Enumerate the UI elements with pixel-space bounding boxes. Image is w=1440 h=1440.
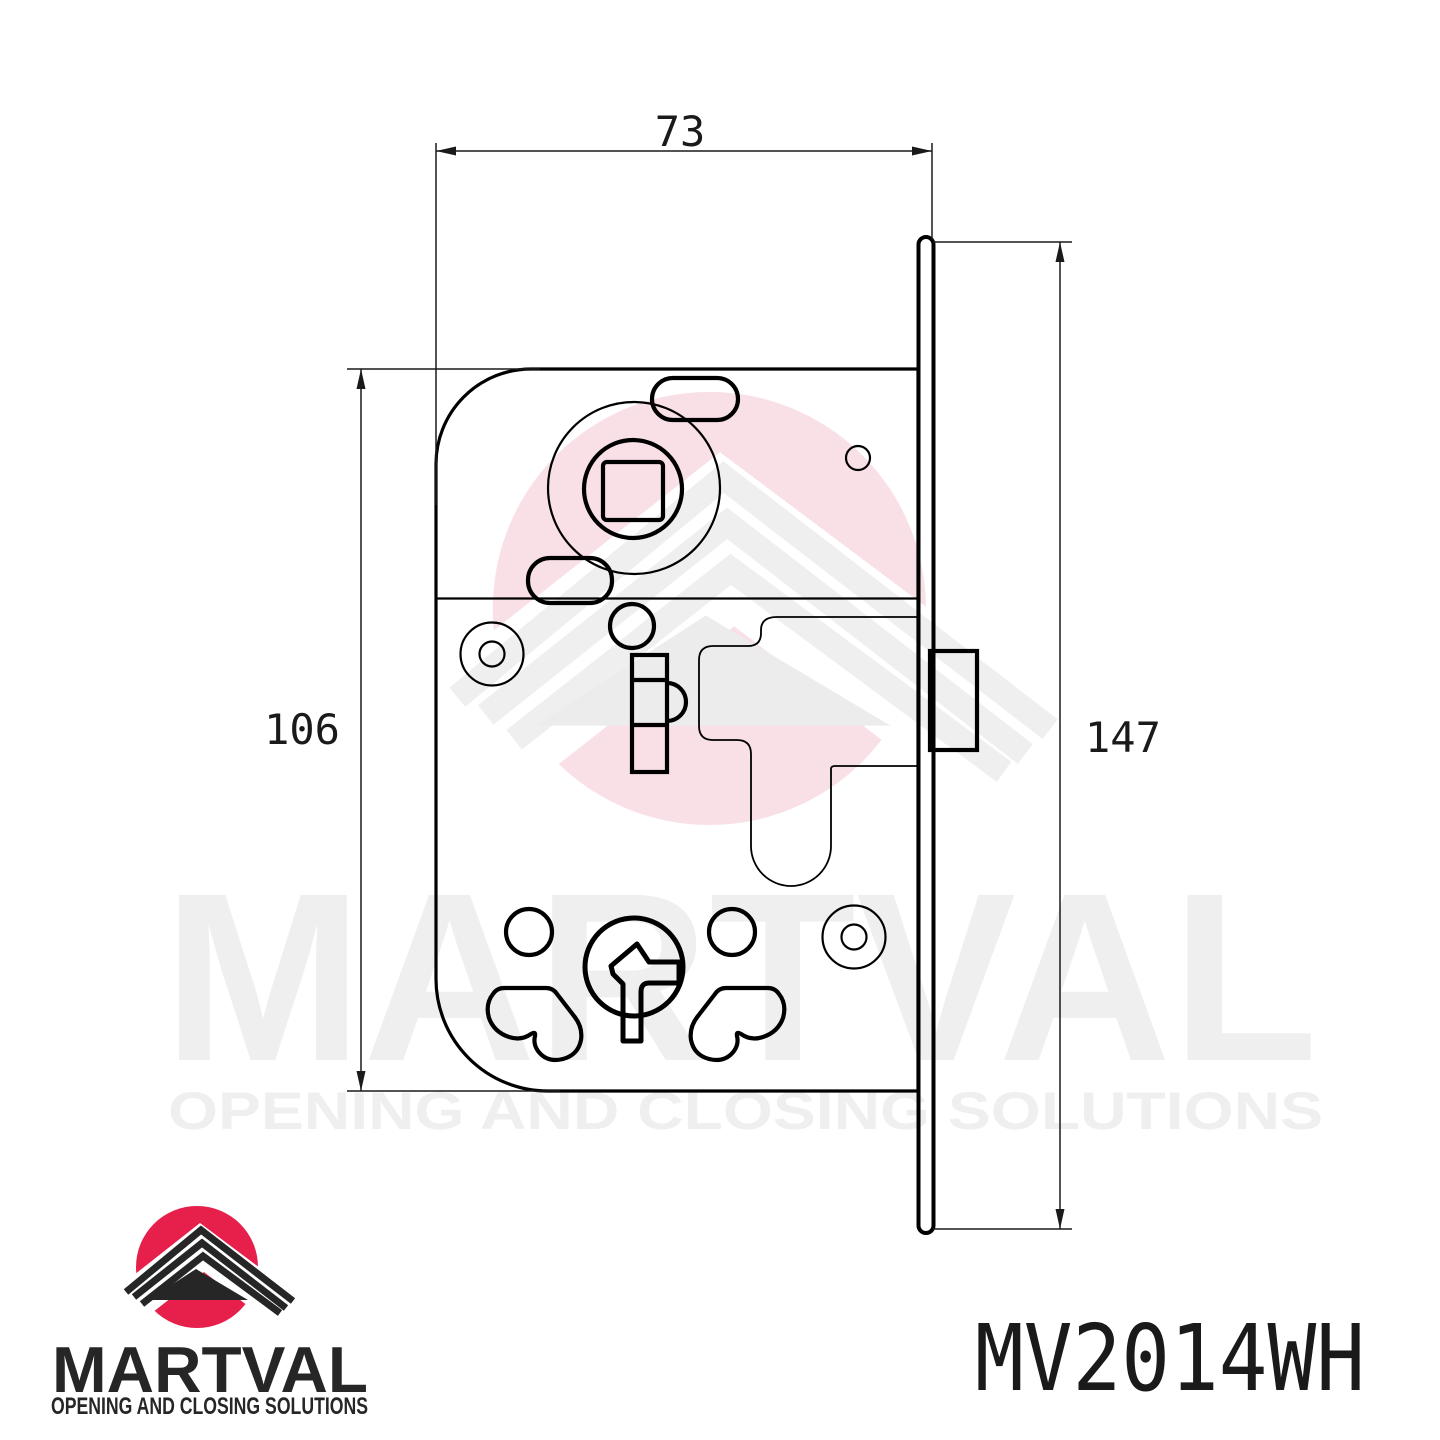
follower-square-hole	[600, 459, 666, 523]
fixing-hole-right	[688, 985, 787, 1063]
mountain-band	[139, 1251, 283, 1316]
lever-mechanism	[607, 601, 689, 775]
dim-faceplate-height-label: 147	[1085, 713, 1161, 762]
faceplate	[916, 235, 936, 1235]
screw-hole-small	[844, 444, 872, 472]
slot-middle	[525, 555, 615, 606]
dimension-body-height: 106	[264, 368, 560, 1092]
hole-lower-right	[706, 906, 758, 958]
mountain-gap	[120, 1223, 300, 1326]
slot-top	[649, 375, 741, 423]
mechanism-cutout	[698, 616, 917, 887]
dim-width-label: 73	[655, 107, 706, 156]
fixing-hole-left	[485, 985, 584, 1063]
brand-wordmark: MARTVAL	[52, 1333, 368, 1406]
rivet-upper-left	[459, 621, 525, 687]
brand-logo: MARTVAL OPENING AND CLOSING SOLUTIONS	[51, 1206, 368, 1420]
brand-tagline: OPENING AND CLOSING SOLUTIONS	[51, 1393, 368, 1420]
rivet-lower-right	[821, 904, 887, 970]
mountain-band	[123, 1225, 296, 1304]
dimension-width: 73	[435, 107, 933, 505]
dim-body-height-label: 106	[264, 705, 340, 754]
mountain-gap	[436, 452, 1075, 818]
follower-circle	[581, 437, 685, 541]
watermark-brand-name: MARTVAL	[163, 843, 1318, 1111]
mountain-triangle	[535, 615, 891, 726]
brand-logo-icon	[120, 1206, 300, 1328]
dimension-faceplate-height: 147	[933, 241, 1161, 1230]
latch-bolt	[927, 648, 980, 753]
watermark-logo-icon	[436, 391, 1075, 826]
mountain-band	[131, 1238, 289, 1311]
mountain-triangle	[148, 1269, 248, 1300]
pivot-circle	[607, 601, 657, 651]
hole-lower-left	[503, 906, 555, 958]
key-cutout	[608, 941, 682, 1044]
mountain-band	[506, 553, 1012, 782]
cylinder-hole	[582, 915, 686, 1019]
spindle-rosette-circle	[546, 400, 722, 576]
mountain-band	[449, 461, 1058, 739]
product-code: MV2014WH	[975, 1305, 1365, 1412]
mountain-band	[477, 507, 1033, 764]
lock-body-outline	[434, 367, 920, 1093]
